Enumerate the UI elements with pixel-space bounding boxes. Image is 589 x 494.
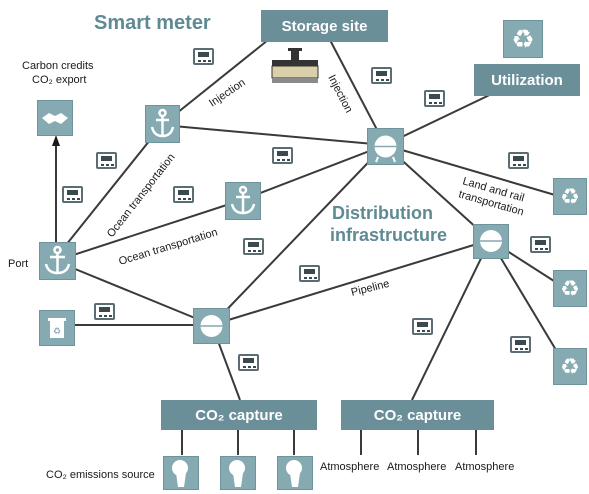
sphere-tank-icon — [473, 224, 509, 259]
smart-meter-icon — [173, 186, 194, 203]
smart-meter-digit — [253, 250, 256, 252]
smart-meter-digit — [309, 277, 312, 279]
smokestack-icon — [277, 456, 313, 490]
smart-meter-digit — [520, 348, 523, 350]
recycle-bin-icon: ♻ — [39, 310, 75, 346]
recycle-icon: ♻ — [553, 270, 587, 307]
smart-meter-icon — [299, 265, 320, 282]
emissions-source-label: CO₂ emissions source — [46, 469, 155, 481]
utilization-box: Utilization — [474, 64, 580, 96]
smart-meter-digit — [243, 366, 246, 368]
sphere-tank-icon — [193, 308, 230, 344]
smart-meter-icon — [530, 236, 551, 253]
smart-meter-icon — [510, 336, 531, 353]
smart-meter-digit — [513, 164, 516, 166]
smart-meter-digit — [434, 102, 437, 104]
smart-meter-icon — [508, 152, 529, 169]
smart-meter-digit — [535, 248, 538, 250]
smart-meter-icon — [424, 90, 445, 107]
co2-capture-right-box: CO₂ capture — [341, 400, 494, 430]
smart-meter-icon — [243, 238, 264, 255]
smart-meter-icon — [412, 318, 433, 335]
smart-meter-icon — [238, 354, 259, 371]
smart-meter-digit — [77, 198, 80, 200]
smart-meter-digit — [178, 198, 181, 200]
smart-meter-digit — [101, 164, 104, 166]
svg-text:♻: ♻ — [560, 184, 580, 209]
smart-meter-digit — [183, 198, 186, 200]
smart-meter-digit — [439, 102, 442, 104]
smart-meter-digit — [203, 60, 206, 62]
recycle-icon: ♻ — [553, 178, 587, 215]
smart-meter-digit — [72, 198, 75, 200]
smart-meter-digit — [277, 159, 280, 161]
smart-meter-digit — [523, 164, 526, 166]
distribution-label-2: infrastructure — [330, 225, 448, 245]
smart-meter-icon — [96, 152, 117, 169]
atmosphere-label-1: Atmosphere — [320, 461, 380, 473]
handshake-icon — [37, 100, 73, 136]
smart-meter-digit — [188, 198, 191, 200]
smart-meter-digit — [304, 277, 307, 279]
sphere-tank-icon — [367, 128, 404, 165]
smart-meter-digit — [67, 198, 70, 200]
anchor-icon — [145, 105, 180, 143]
smart-meter-digit — [314, 277, 317, 279]
smart-meter-digit — [429, 102, 432, 104]
smart-meter-digit — [376, 79, 379, 81]
smart-meter-digit — [258, 250, 261, 252]
smart-meter-digit — [248, 250, 251, 252]
smart-meter-digit — [253, 366, 256, 368]
smart-meter-icon — [62, 186, 83, 203]
smart-meter-digit — [422, 330, 425, 332]
smart-meter-digit — [525, 348, 528, 350]
anchor-icon — [225, 182, 261, 220]
co2-capture-left-box: CO₂ capture — [161, 400, 317, 430]
smart-meter-digit — [282, 159, 285, 161]
smart-meter-digit — [417, 330, 420, 332]
smart-meter-digit — [515, 348, 518, 350]
smart-meter-digit — [198, 60, 201, 62]
smart-meter-digit — [208, 60, 211, 62]
smart-meter-icon — [94, 303, 115, 320]
smart-meter-digit — [99, 315, 102, 317]
smart-meter-digit — [540, 248, 543, 250]
smokestack-icon — [220, 456, 256, 490]
co2-export-label: CO₂ export — [32, 74, 87, 86]
anchor-icon — [39, 242, 76, 280]
smokestack-icon — [163, 456, 199, 490]
smart-meter-digit — [106, 164, 109, 166]
smart-meter-digit — [111, 164, 114, 166]
edge-label-injection-left: Injection — [207, 77, 248, 110]
smart-meter-digit — [427, 330, 430, 332]
smart-meter-digit — [545, 248, 548, 250]
smart-meter-icon — [193, 48, 214, 65]
edge-label-ocean-transport-2: Ocean transportation — [117, 226, 219, 268]
atmosphere-label-3: Atmosphere — [455, 461, 515, 473]
carbon-credits-label: Carbon credits — [22, 60, 94, 72]
smart-meter-digit — [104, 315, 107, 317]
atmosphere-label-2: Atmosphere — [387, 461, 447, 473]
smart-meter-digit — [386, 79, 389, 81]
distribution-label-1: Distribution — [332, 203, 433, 223]
smart-meter-digit — [109, 315, 112, 317]
smart-meter-icon — [371, 67, 392, 84]
recycle-icon: ♻ — [503, 20, 543, 58]
svg-text:♻: ♻ — [511, 24, 534, 54]
port-label: Port — [8, 258, 29, 270]
smart-meter-digit — [518, 164, 521, 166]
recycle-icon: ♻ — [553, 348, 587, 385]
storage-tank-icon — [271, 48, 319, 83]
smart-meter-digit — [287, 159, 290, 161]
svg-text:♻: ♻ — [560, 276, 580, 301]
diagram-title: Smart meter — [94, 12, 211, 34]
storage-site-box: Storage site — [261, 10, 388, 42]
svg-text:♻: ♻ — [53, 326, 61, 336]
smart-meter-digit — [248, 366, 251, 368]
smart-meter-digit — [381, 79, 384, 81]
smart-meter-icon — [272, 147, 293, 164]
svg-text:♻: ♻ — [560, 354, 580, 379]
